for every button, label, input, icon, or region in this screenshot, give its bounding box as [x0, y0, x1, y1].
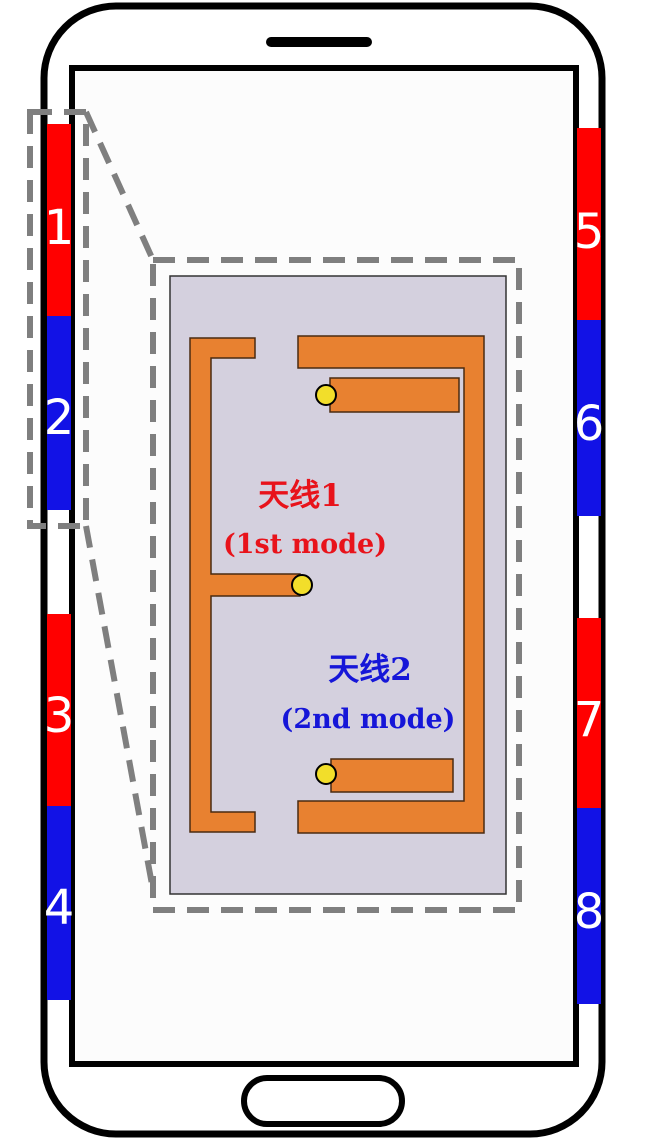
- speaker-slot: [266, 37, 372, 47]
- antenna2-upper-feed-point: [315, 384, 337, 406]
- antenna-number-2: 2: [44, 390, 75, 446]
- left-antenna-3: 3: [44, 614, 75, 808]
- antenna1-feed-point: [291, 574, 313, 596]
- antenna2-lower-feed-point: [315, 763, 337, 785]
- antenna-number-5: 5: [574, 204, 605, 260]
- right-antenna-8: 8: [574, 808, 605, 1004]
- antenna1-trace: [189, 337, 301, 833]
- antenna2-title: 天线2: [328, 652, 412, 688]
- antenna-number-3: 3: [44, 688, 75, 744]
- right-antenna-7: 7: [574, 618, 605, 810]
- left-antenna-1: 1: [44, 124, 75, 318]
- left-antenna-2: 2: [44, 316, 75, 510]
- antenna-number-4: 4: [44, 880, 75, 936]
- right-antenna-5: 5: [574, 128, 605, 322]
- zoom-target-box: [150, 257, 522, 913]
- antenna-number-6: 6: [574, 396, 605, 452]
- antenna1-mode-label: (1st mode): [223, 529, 387, 560]
- zoom-source-box: [27, 109, 89, 529]
- right-antenna-6: 6: [574, 320, 605, 516]
- zoom-line-top: [83, 110, 156, 262]
- antenna2-trace: [297, 335, 485, 834]
- antenna-number-7: 7: [574, 692, 605, 748]
- antenna2-mode-label: (2nd mode): [281, 704, 456, 735]
- antenna-number-1: 1: [44, 200, 75, 256]
- antenna1-title: 天线1: [258, 478, 342, 514]
- antenna2-lower-branch: [330, 758, 454, 793]
- antenna-number-8: 8: [574, 884, 605, 940]
- home-button: [241, 1075, 405, 1127]
- antenna2-upper-branch: [329, 377, 460, 413]
- zoom-line-bottom: [83, 525, 156, 891]
- left-antenna-4: 4: [44, 806, 75, 1000]
- zoom-callout: [27, 109, 522, 913]
